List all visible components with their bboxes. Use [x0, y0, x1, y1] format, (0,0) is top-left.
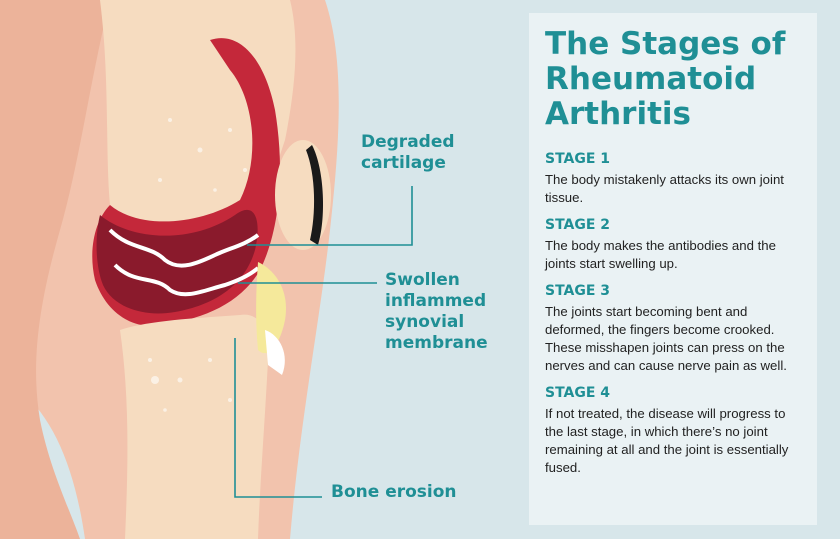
stage-3: STAGE 3 The joints start becoming bent a… — [545, 282, 807, 375]
tibia — [120, 314, 269, 539]
stage-text: The body makes the antibodies and the jo… — [545, 238, 776, 271]
stage-text: The body mistakenly attacks its own join… — [545, 172, 784, 205]
callout-degraded-cartilage: Degraded cartilage — [361, 132, 455, 173]
stage-text: If not treated, the disease will progres… — [545, 406, 789, 475]
callout-synovial-membrane: Swollen inflammed synovial membrane — [385, 270, 488, 353]
stage-label: STAGE 4 — [545, 385, 611, 401]
panel-title: The Stages of Rheumatoid Arthritis — [545, 26, 786, 132]
joint-fluid — [256, 262, 286, 354]
callout-bone-erosion: Bone erosion — [331, 482, 457, 502]
patella-shadow — [306, 145, 324, 245]
bone-speckles — [148, 118, 247, 412]
cartilage-streak-2 — [113, 263, 260, 297]
cartilage-streak-1 — [108, 228, 260, 268]
stage-1: STAGE 1 The body mistakenly attacks its … — [545, 150, 807, 207]
stage-label: STAGE 3 — [545, 283, 611, 299]
stage-text: The joints start becoming bent and defor… — [545, 304, 787, 373]
cartilage-pointer — [247, 186, 413, 246]
joint-fluid-light — [265, 330, 285, 375]
bone-pointer — [234, 338, 322, 498]
stage-label: STAGE 2 — [545, 217, 611, 233]
stages-panel: The Stages of Rheumatoid Arthritis STAGE… — [529, 13, 817, 525]
stage-2: STAGE 2 The body makes the antibodies an… — [545, 216, 807, 273]
stage-4: STAGE 4 If not treated, the disease will… — [545, 384, 807, 477]
stage-label: STAGE 1 — [545, 151, 611, 167]
leg-skin-left — [0, 0, 110, 539]
